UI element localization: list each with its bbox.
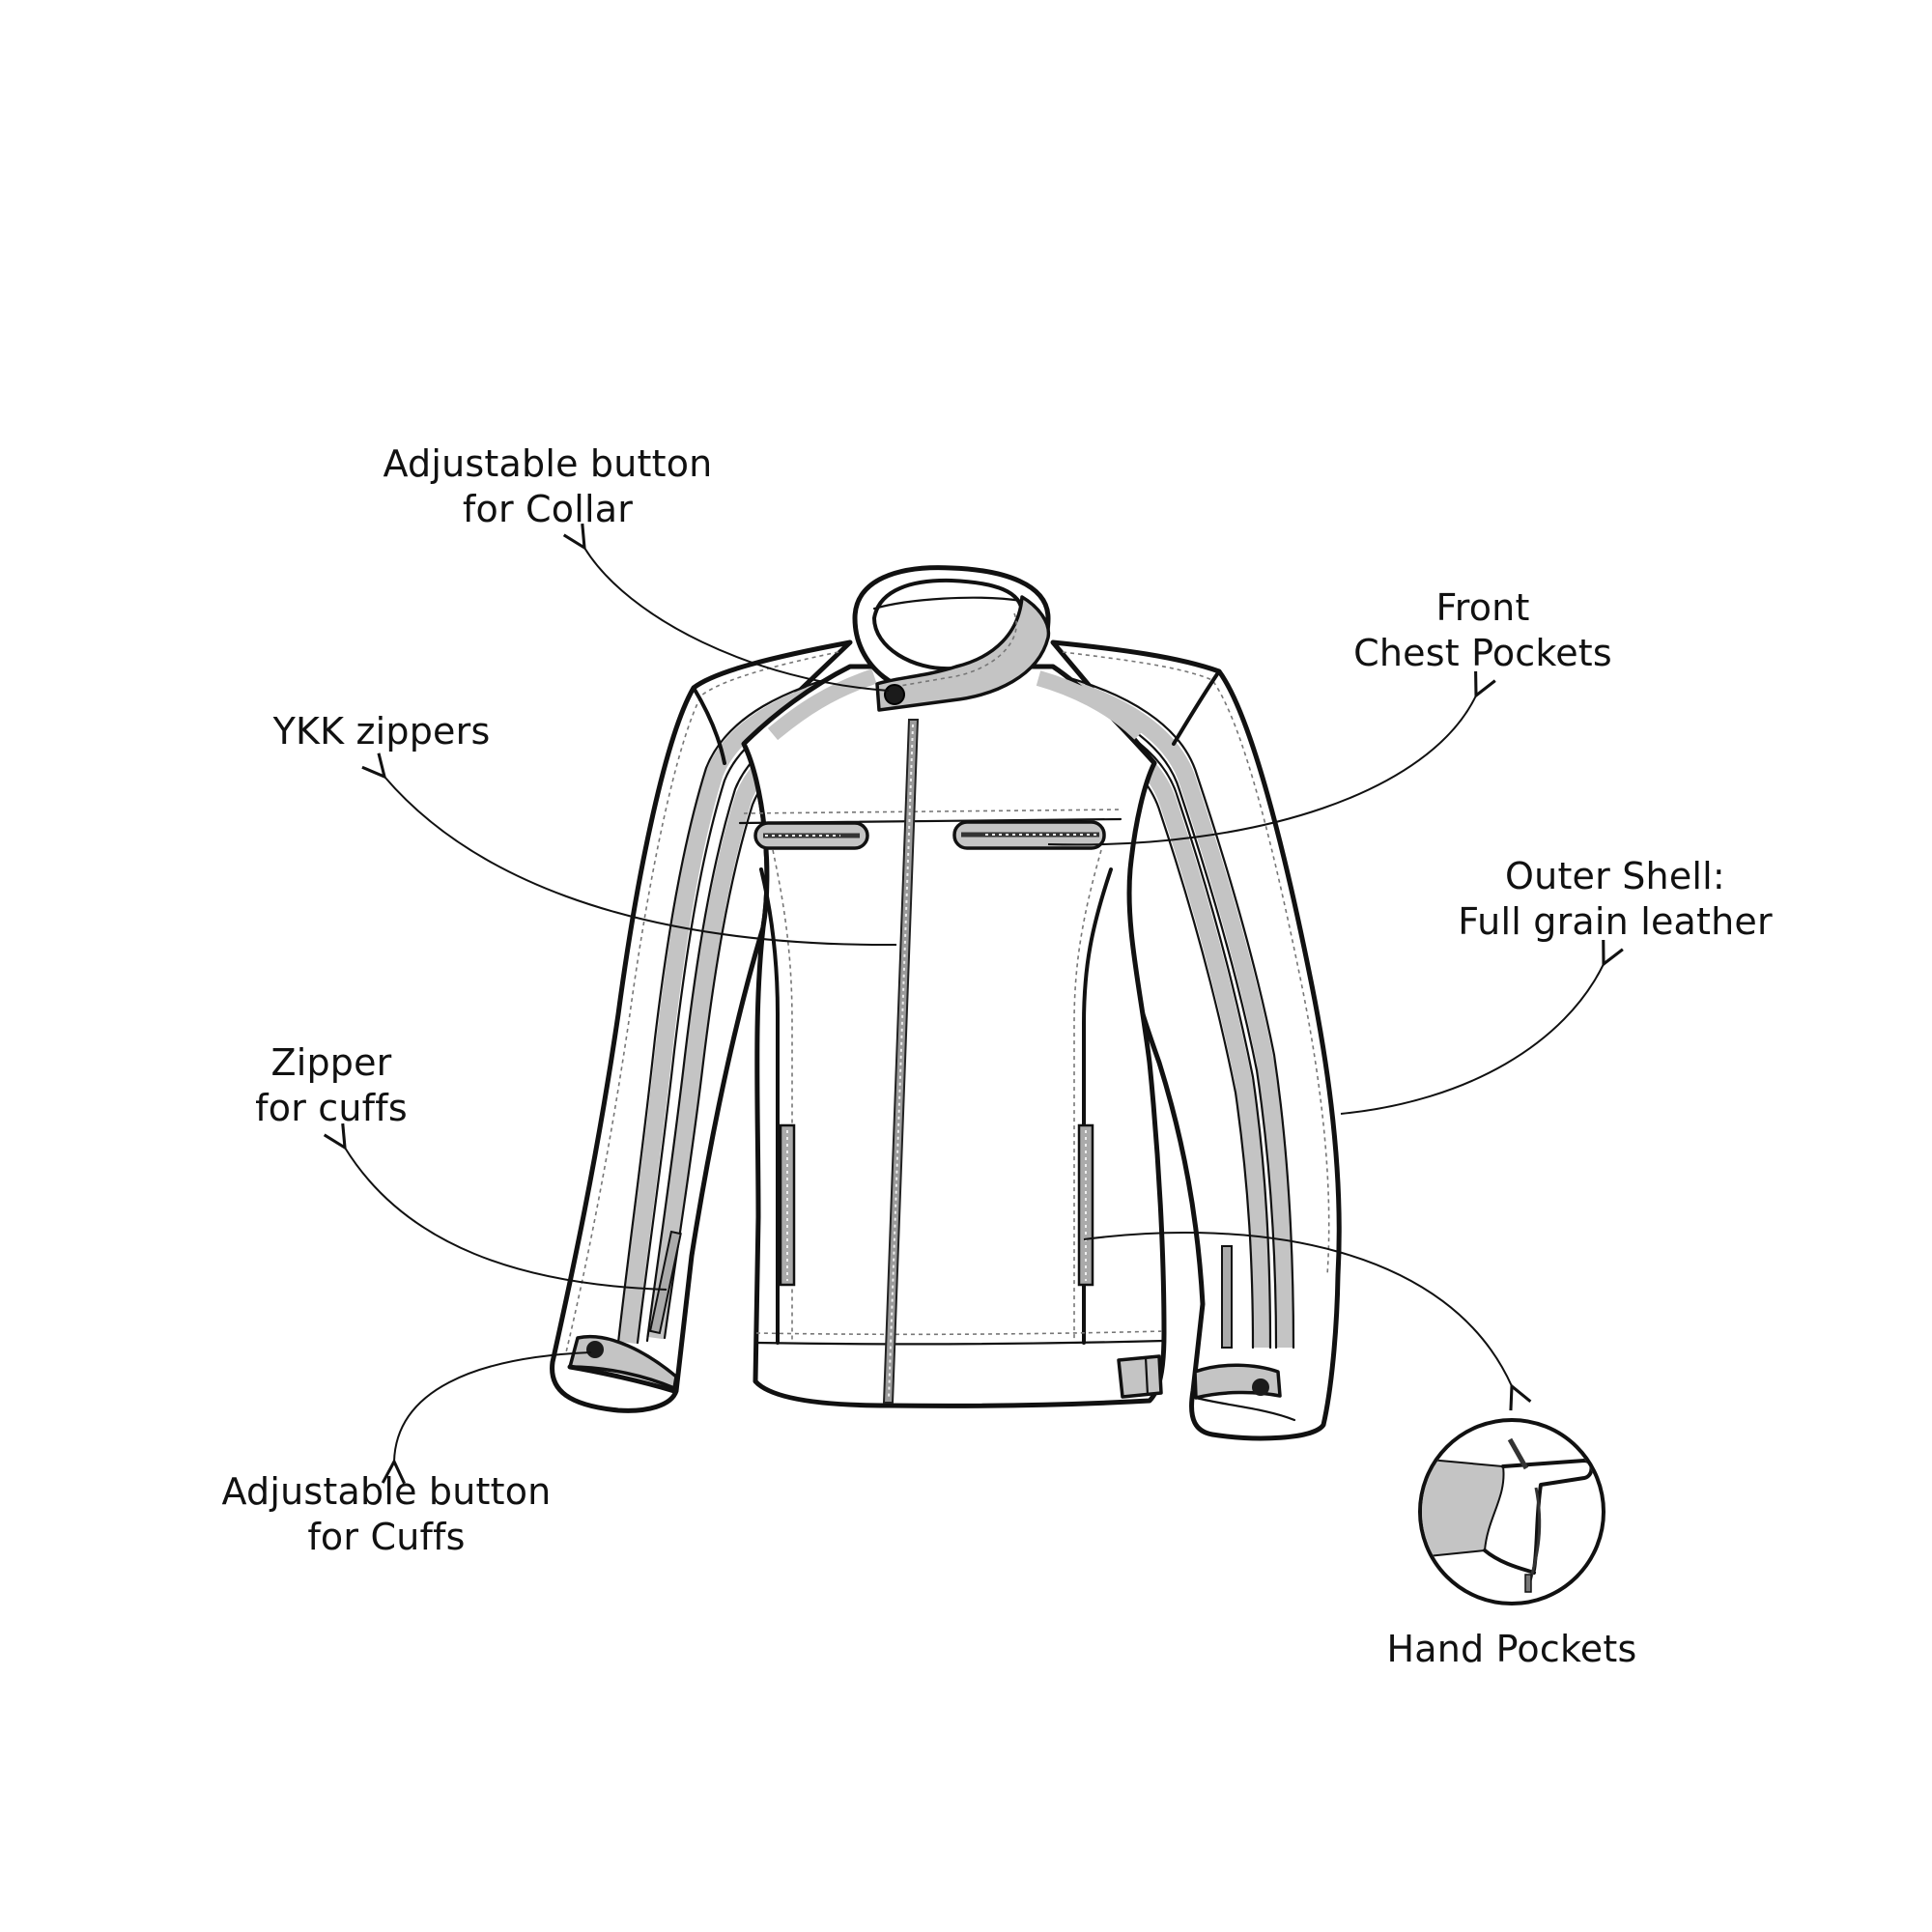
leader-cuff-zipper [345, 1148, 668, 1291]
callout-chest-pockets: Front Chest Pockets [1353, 586, 1612, 674]
chest-pocket-right [952, 820, 1106, 850]
leader-ykk [384, 777, 897, 947]
callout-ykk-zippers: YKK zippers [272, 710, 491, 753]
cuff-button-left-icon [586, 1341, 604, 1358]
callout-outer-shell: Outer Shell: Full grain leather [1458, 855, 1773, 943]
hand-pocket-zipper-left [779, 1123, 796, 1287]
leader-cuff-button [394, 1351, 592, 1462]
chest-pocket-left [753, 821, 869, 850]
leader-hand-pockets [1083, 1232, 1512, 1386]
jacket-body [738, 664, 1167, 1408]
leader-outer-shell [1340, 964, 1604, 1115]
leader-collar [584, 548, 890, 692]
shoulder-stripes [767, 668, 1146, 741]
cuff-zipper-right [1221, 1245, 1233, 1349]
left-cuff [567, 1230, 682, 1394]
callout-cuff-zipper: Zipper for cuffs [255, 1041, 408, 1129]
callout-cuff-button: Adjustable button for Cuffs [221, 1470, 552, 1558]
callout-hand-pockets: Hand Pockets [1386, 1628, 1637, 1670]
hand-pocket-zipper-right [1077, 1123, 1094, 1287]
leader-chest-pockets [1047, 696, 1476, 846]
callout-collar-button: Adjustable button for Collar [383, 442, 713, 530]
collar [852, 565, 1051, 712]
cuff-button-right-icon [1252, 1378, 1269, 1396]
cuff-zipper-left [648, 1230, 682, 1335]
right-cuff [1193, 1245, 1296, 1422]
hand-pocket-inset [1418, 1418, 1605, 1605]
collar-button-icon [884, 684, 905, 705]
leader-lines [345, 548, 1604, 1462]
